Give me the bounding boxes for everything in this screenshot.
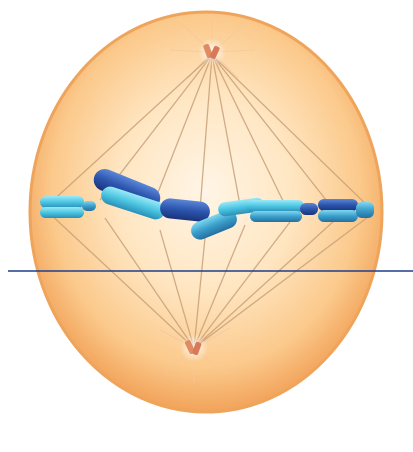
bottom-centrosome bbox=[180, 334, 208, 362]
top-centrosome bbox=[198, 38, 226, 66]
caption bbox=[30, 430, 393, 446]
